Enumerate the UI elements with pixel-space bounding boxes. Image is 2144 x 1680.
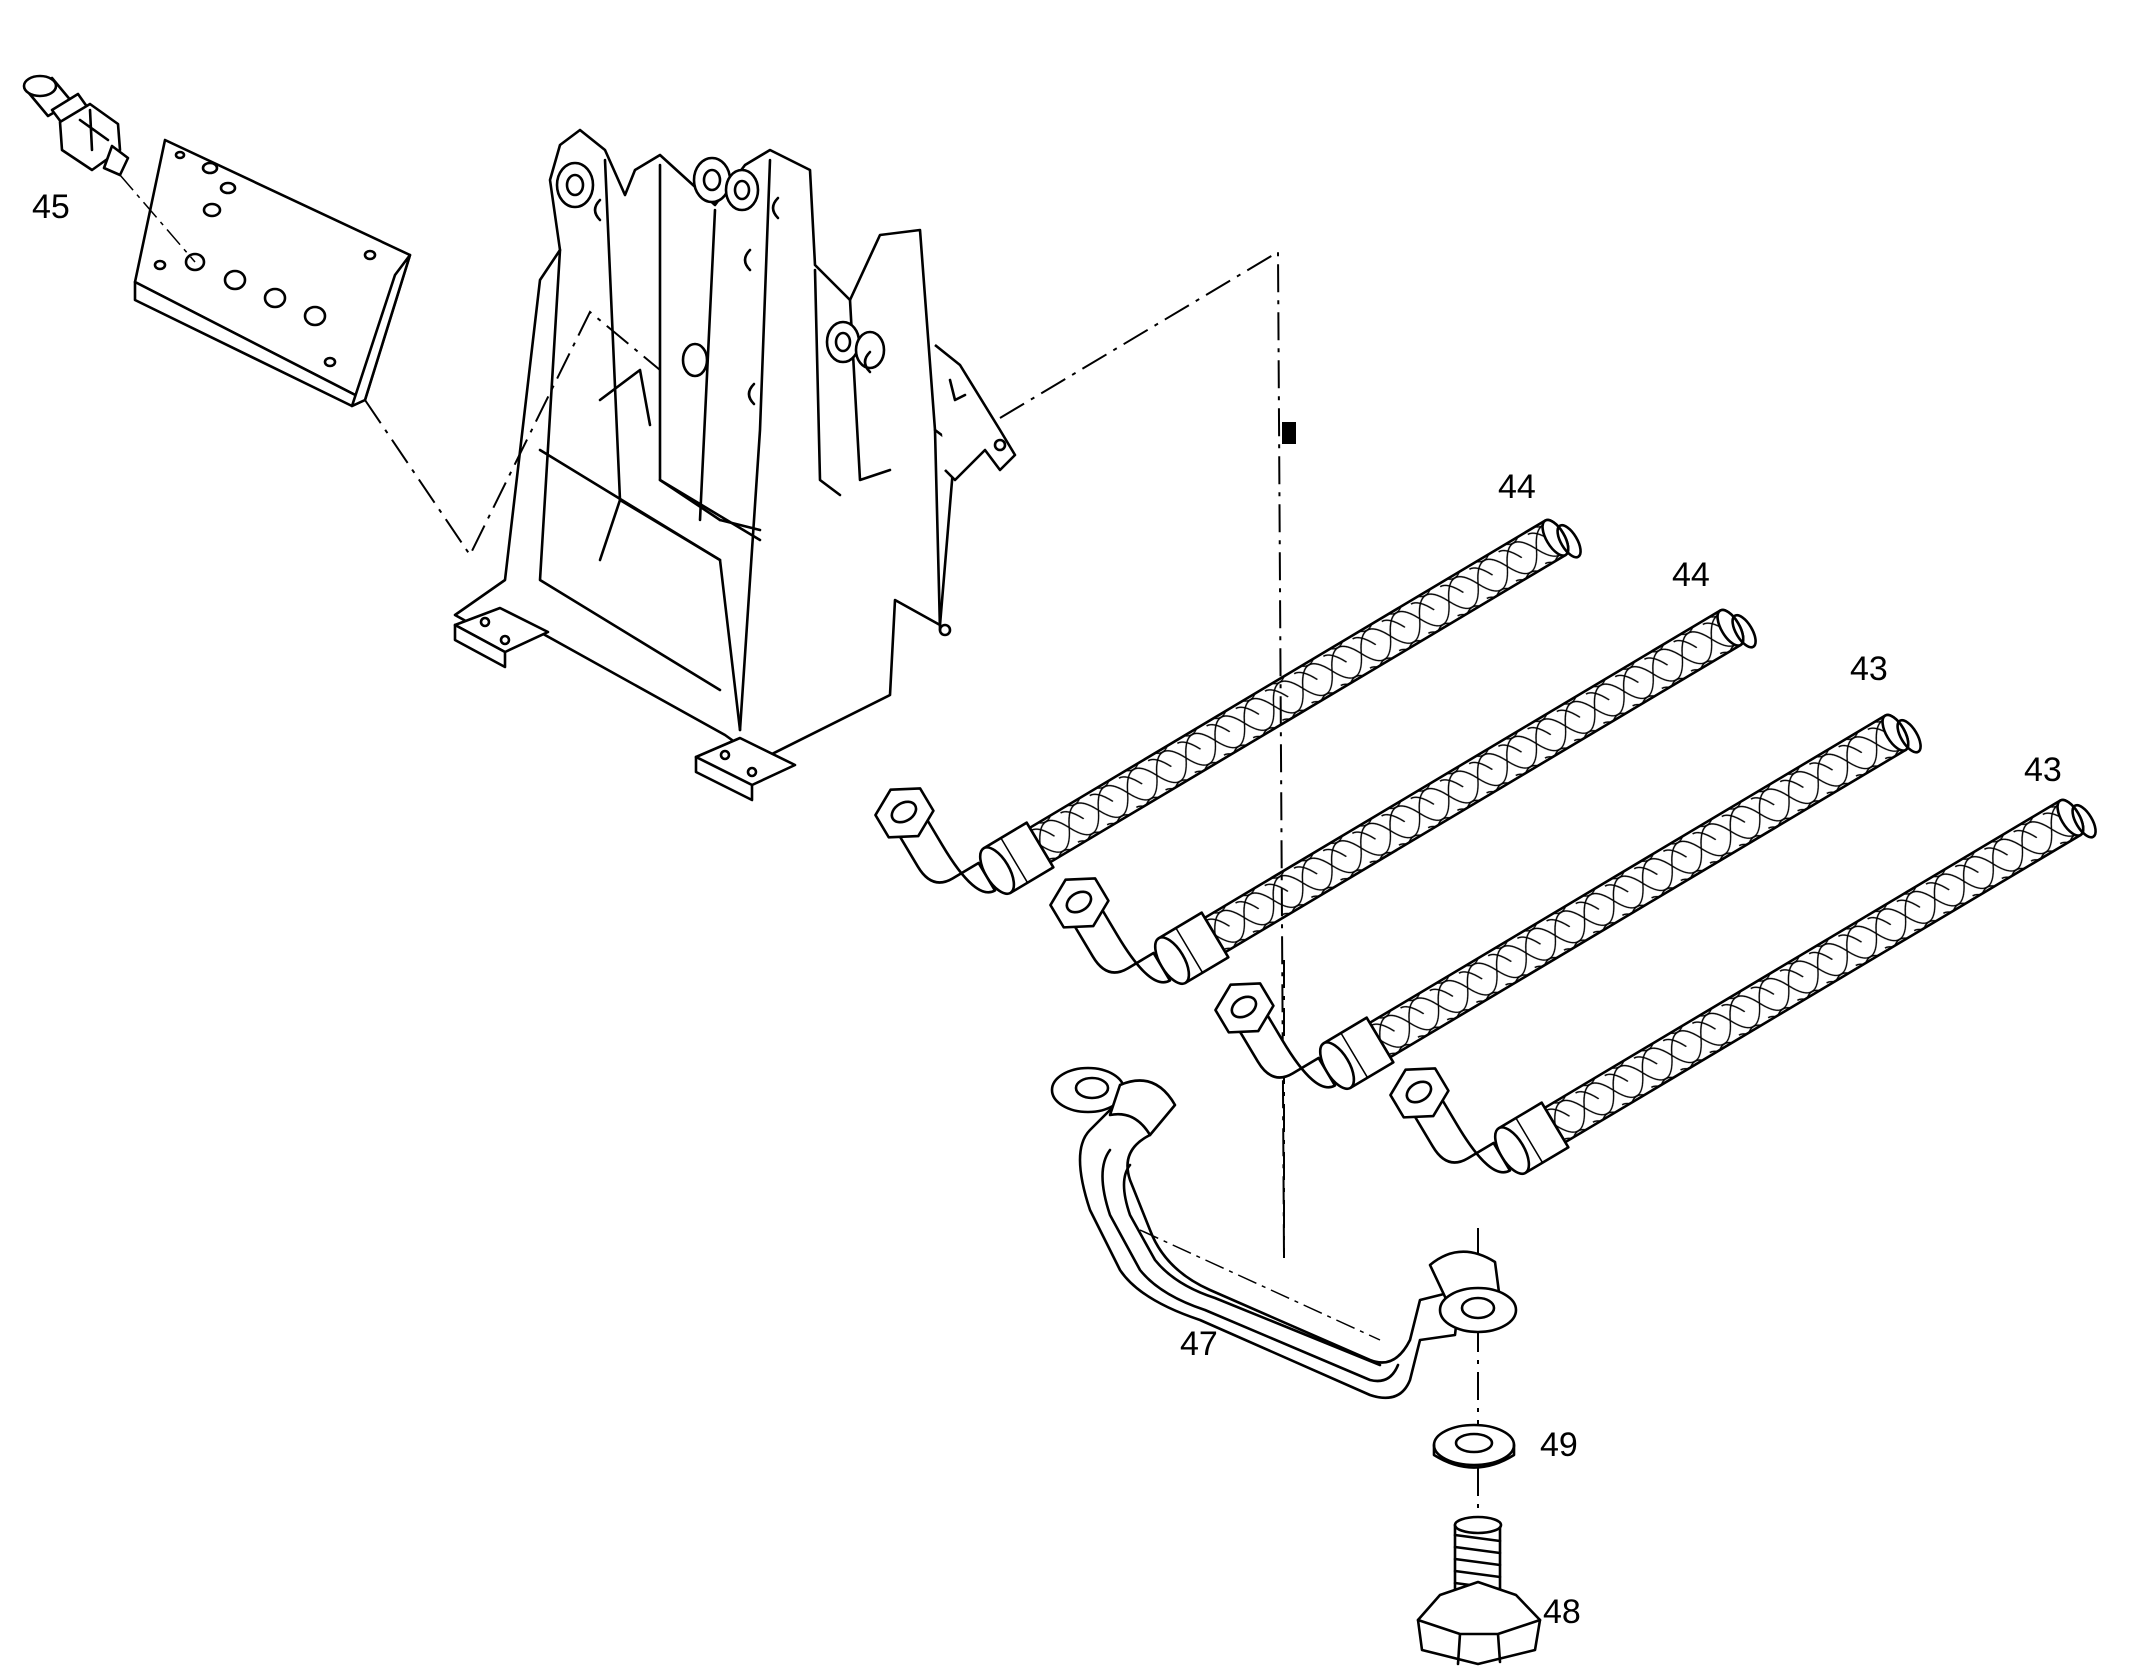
- callout-43-lower: 43: [2024, 751, 2062, 789]
- callout-44-upper: 44: [1498, 468, 1536, 506]
- callout-45: 45: [32, 188, 70, 226]
- callout-47: 47: [1180, 1325, 1218, 1363]
- callout-49: 49: [1540, 1426, 1578, 1464]
- washer-49: [1432, 1423, 1516, 1469]
- callout-44-lower: 44: [1672, 556, 1710, 594]
- callouts: 45 44 44 43 43 47 49 48: [32, 188, 2062, 1631]
- marker-square: [1282, 422, 1296, 444]
- hose-44-upper: [866, 420, 1587, 935]
- callout-43-upper: 43: [1850, 650, 1888, 688]
- valve-block: [133, 138, 412, 408]
- bolt-48: [1416, 1515, 1542, 1666]
- bent-tube-47: [1050, 1066, 1518, 1400]
- frame-bracket: [453, 128, 1017, 802]
- callout-48: 48: [1543, 1593, 1581, 1631]
- fitting-45: [22, 74, 196, 263]
